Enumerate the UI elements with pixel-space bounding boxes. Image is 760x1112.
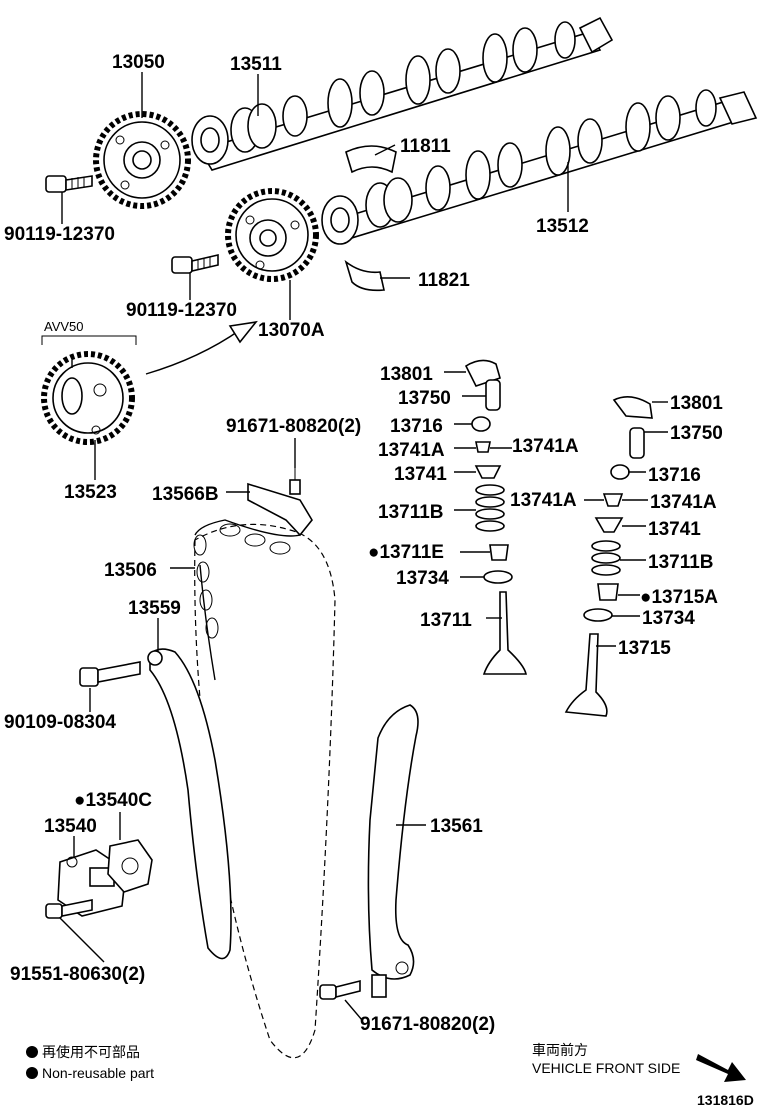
direction-jp: 車両前方: [532, 1042, 588, 1058]
lash-adjuster-13750-left: [485, 379, 501, 411]
valve-keeper-13741a-right: [602, 493, 624, 507]
legend-bullet-en: [26, 1067, 38, 1079]
label-13716-right: 13716: [648, 465, 701, 486]
label-13750-right: 13750: [670, 423, 723, 444]
valve-keeper-13741a-left: [475, 441, 491, 453]
label-13801-right: 13801: [670, 393, 723, 414]
label-avv50: AVV50: [44, 319, 84, 334]
bolt-91671-lower: [319, 979, 361, 1000]
camshaft-13512: [333, 89, 758, 241]
spring-retainer-13741-left: [474, 465, 502, 479]
label-13715a: ●13715A: [640, 587, 718, 608]
label-13540: 13540: [44, 816, 97, 837]
label-13716-left: 13716: [390, 416, 443, 437]
bearing-11811: [345, 145, 397, 174]
label-13506: 13506: [104, 560, 157, 581]
label-13801-left: 13801: [380, 364, 433, 385]
label-13715: 13715: [618, 638, 671, 659]
label-13540c: ●13540C: [74, 790, 152, 811]
label-91671-lower: 91671-80820(2): [360, 1014, 495, 1035]
vehicle-front-indicator: 車両前方 VEHICLE FRONT SIDE: [532, 1042, 746, 1082]
spring-retainer-13741-right: [594, 517, 624, 533]
valve-seal-13711e: [489, 544, 509, 561]
label-11821: 11821: [418, 270, 470, 291]
intake-valve-13711: [482, 591, 527, 675]
label-13741a-right-2: 13741A: [650, 492, 717, 513]
lash-adjuster-13750-right: [629, 427, 645, 459]
part-labels: 13050 13511 11811 90119-12370 13512 1182…: [4, 52, 723, 1035]
bolt-90119-upper: [45, 175, 93, 193]
label-13711b-left: 13711B: [378, 502, 444, 523]
spring-seat-13734-right: [583, 608, 613, 622]
exhaust-valve-13715: [564, 633, 608, 717]
bolt-90109: [79, 661, 141, 687]
label-13050: 13050: [112, 52, 165, 73]
label-13561: 13561: [430, 816, 483, 837]
label-13741a-left-2: 13741A: [512, 436, 579, 457]
legend-non-reusable-en: Non-reusable part: [42, 1065, 154, 1081]
legend: 再使用不可部品 Non-reusable part: [26, 1044, 154, 1081]
rocker-arm-13801-right: [612, 396, 653, 419]
leader-lines: [59, 72, 668, 1021]
label-13566b: 13566B: [152, 484, 219, 505]
vvt-hub-13050: [191, 115, 229, 165]
label-13559: 13559: [128, 598, 181, 619]
label-91551: 91551-80630(2): [10, 964, 145, 985]
label-13070a: 13070A: [258, 320, 325, 341]
label-13711e: ●13711E: [368, 542, 444, 563]
label-13711: 13711: [420, 610, 472, 631]
bearing-11821: [344, 259, 385, 292]
figure-id: 131816D: [697, 1092, 754, 1108]
camshaft-13511: [198, 16, 614, 171]
crank-sprocket-13523: [41, 351, 135, 445]
direction-en: VEHICLE FRONT SIDE: [532, 1060, 680, 1076]
legend-non-reusable-jp: 再使用不可部品: [42, 1044, 140, 1060]
avv50-bracket: [41, 320, 258, 375]
cam-sprocket-13070a: [225, 188, 319, 282]
cam-sprocket-13050: [93, 111, 191, 209]
label-13512: 13512: [536, 216, 589, 237]
valve-spring-13711b-left: [475, 484, 505, 532]
label-90119-upper: 90119-12370: [4, 224, 115, 245]
label-13734-right: 13734: [642, 608, 695, 629]
label-13741a-left-1: 13741A: [378, 440, 445, 461]
legend-bullet-jp: [26, 1046, 38, 1058]
label-13734-left: 13734: [396, 568, 449, 589]
chain-guide-13566b: [247, 468, 313, 537]
label-13750-left: 13750: [398, 388, 451, 409]
valve-cap-13716-right: [610, 464, 630, 480]
label-13741-left: 13741: [394, 464, 447, 485]
tensioner-arm-13559: [147, 648, 232, 960]
valve-seal-13715a: [597, 583, 619, 601]
label-13741a-right-1: 13741A: [510, 490, 577, 511]
label-90109: 90109-08304: [4, 712, 116, 733]
label-13523: 13523: [64, 482, 117, 503]
label-13741-right: 13741: [648, 519, 701, 540]
spring-seat-13734-left: [483, 570, 513, 584]
label-13511: 13511: [230, 54, 282, 75]
chain-guide-13561: [367, 704, 419, 998]
bolt-91551: [45, 899, 93, 919]
valve-spring-13711b-right: [591, 540, 621, 576]
label-90119-lower: 90119-12370: [126, 300, 237, 321]
gasket-13540c: [107, 839, 153, 893]
bolt-90119-lower: [171, 253, 219, 274]
label-11811: 11811: [400, 136, 451, 157]
direction-arrow-icon: [696, 1054, 746, 1082]
label-91671-upper: 91671-80820(2): [226, 416, 361, 437]
valve-cap-13716-left: [471, 416, 491, 432]
label-13711b-right: 13711B: [648, 552, 714, 573]
vvt-hub-13070a: [321, 195, 359, 245]
